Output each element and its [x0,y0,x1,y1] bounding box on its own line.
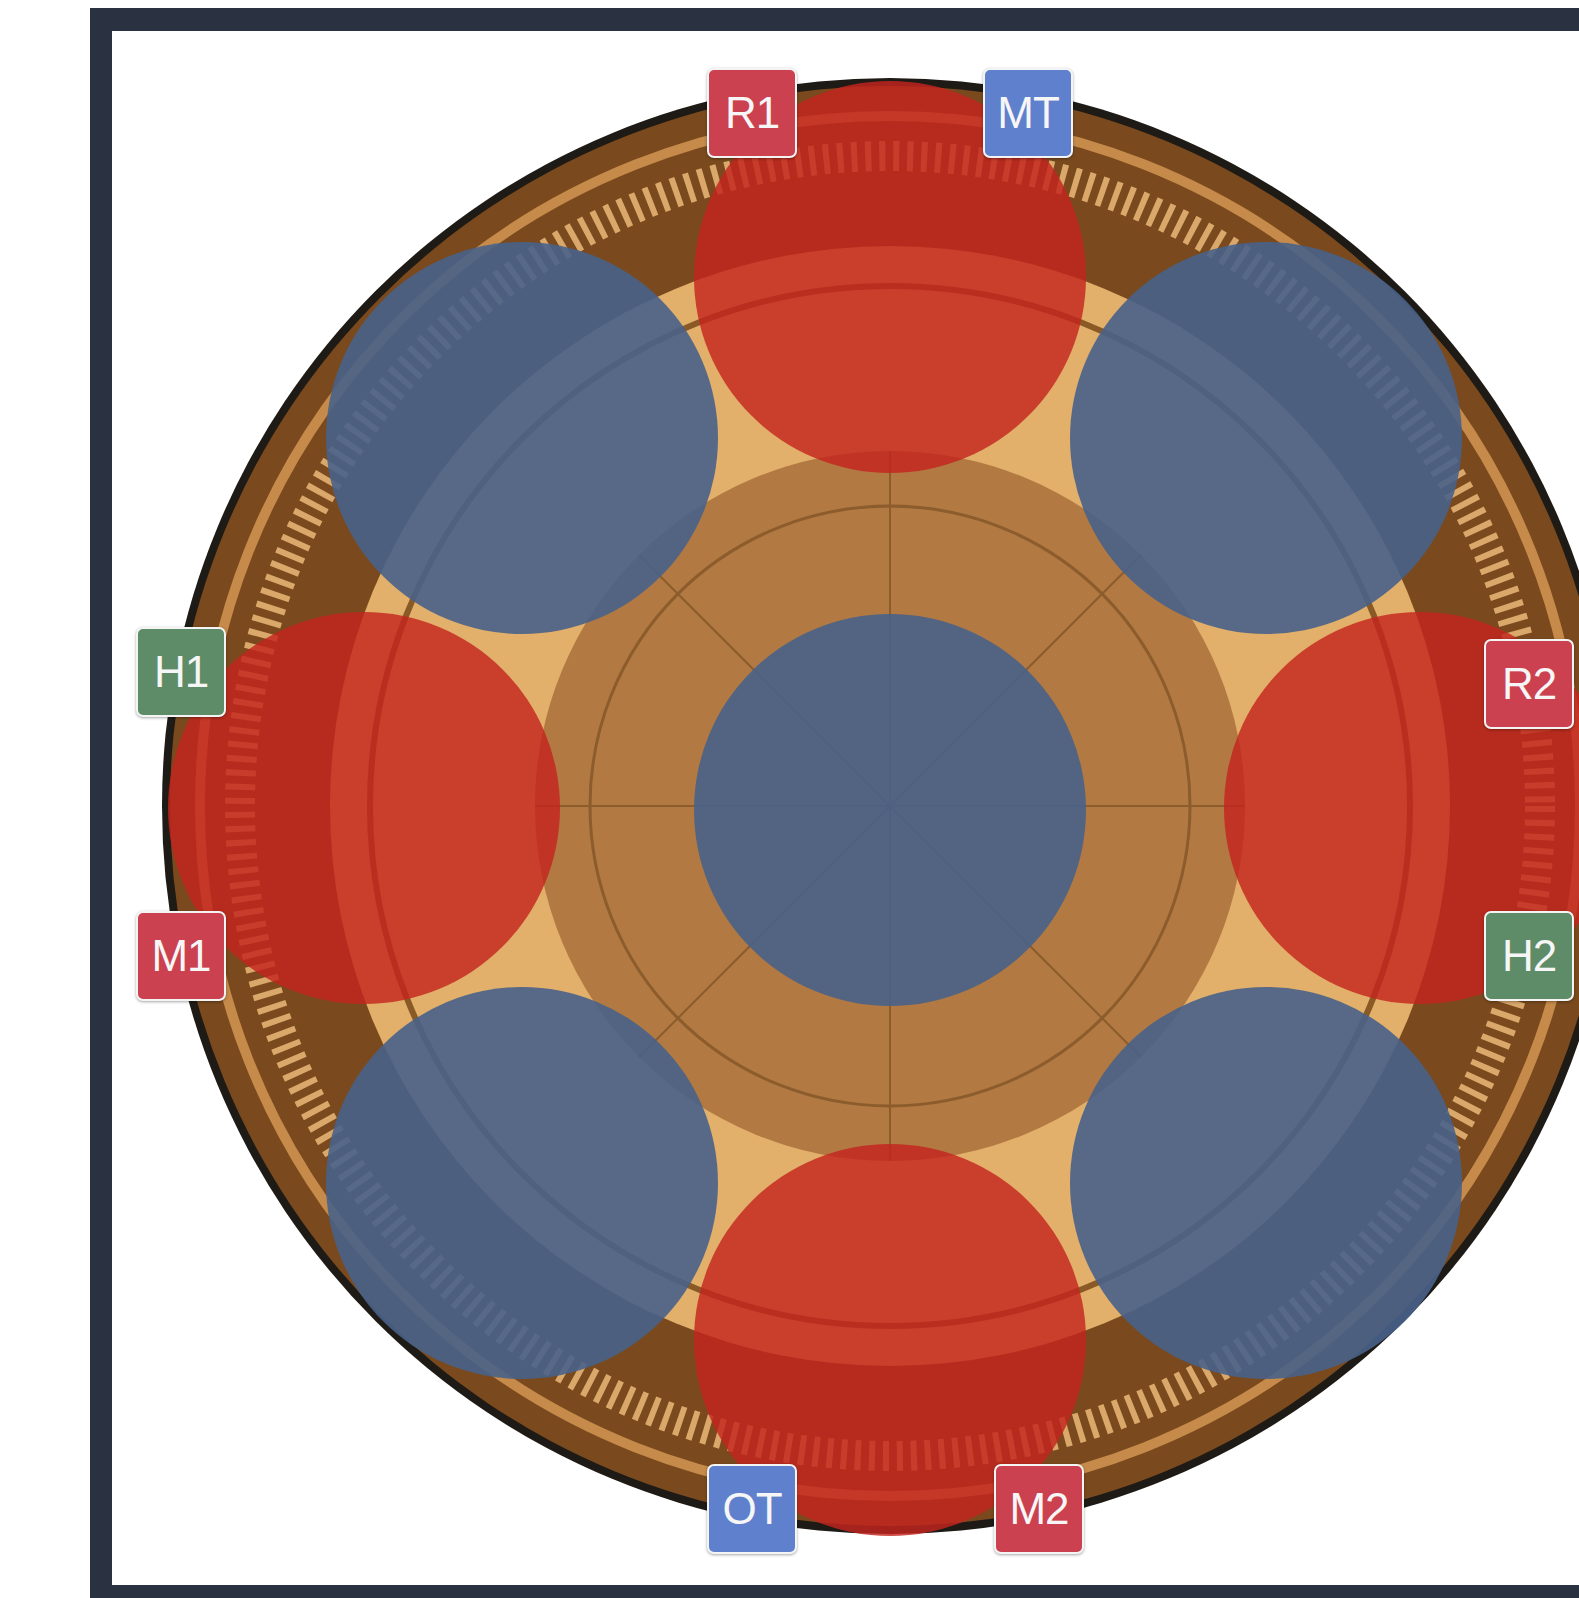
blue-circle [1070,242,1462,634]
blue-circle [326,987,718,1379]
waymark-label: H2 [1502,934,1556,978]
waymark-label: M1 [151,934,210,978]
waymark-label: MT [997,91,1059,135]
waymark-box: M2 [994,1464,1084,1554]
red-circle [168,612,560,1004]
waymark-label: R2 [1502,662,1556,706]
waymark-box: R1 [707,68,797,158]
waymark-box: M1 [136,911,226,1001]
waymark-label: OT [722,1487,781,1531]
waymark-box: H1 [136,627,226,717]
blue-circle [694,614,1086,1006]
aoe-circles [168,81,1579,1536]
waymark-label: R1 [725,91,779,135]
waymark-box: H2 [1484,911,1574,1001]
waymark-box: MT [983,68,1073,158]
blue-circle [1070,987,1462,1379]
waymark-box: R2 [1484,639,1574,729]
waymark-box: OT [707,1464,797,1554]
red-circle [1224,612,1579,1004]
blue-circle [326,242,718,634]
waymark-label: H1 [154,650,208,694]
waymark-label: M2 [1009,1487,1068,1531]
